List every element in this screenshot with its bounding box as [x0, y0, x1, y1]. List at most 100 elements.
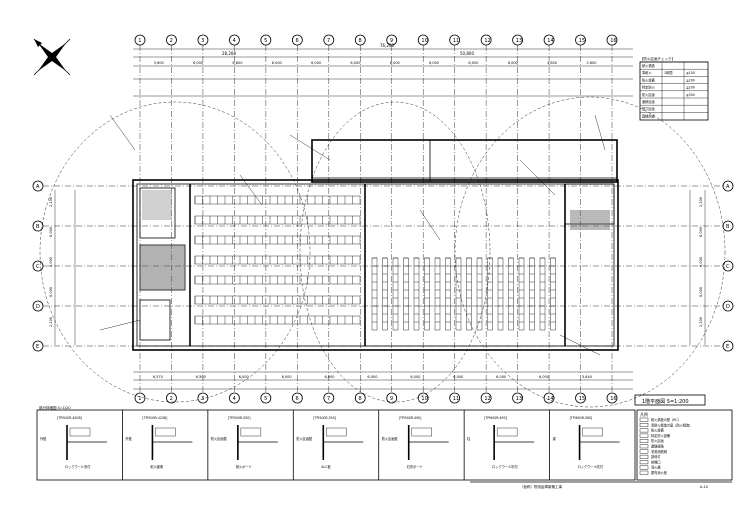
key-table-title: 【防火区画チェック】 — [640, 56, 675, 61]
dimension-text: 6,000 — [410, 375, 420, 379]
key-table-cell: 防火区画 — [642, 92, 655, 97]
legend-title: 凡例 — [640, 411, 648, 417]
key-table-cell: ≧300 — [686, 93, 695, 97]
dimension-text: 6,000 — [325, 375, 335, 379]
grid-bubble — [260, 392, 272, 404]
grid-label: D — [36, 304, 40, 310]
grid-label: C — [726, 264, 730, 270]
grid-bubble — [166, 392, 177, 404]
detail-code: [TPI500R-450B] — [57, 416, 82, 420]
grid-label: 8 — [358, 38, 361, 44]
dimension-text: 6,000 — [699, 287, 703, 297]
key-table-cell: 準耐火 — [642, 70, 652, 75]
legend-item: 特定防火設備 — [651, 433, 670, 438]
grid-bubble — [354, 392, 366, 404]
grid-label: 13 — [516, 396, 522, 402]
detail-code: [TPI500R-550] — [313, 416, 336, 420]
grid-label: 8 — [358, 396, 361, 402]
grid-label: E — [726, 344, 729, 350]
dimension-text: 3,600 — [154, 61, 164, 65]
grid-label: A — [36, 184, 40, 190]
grid-bubble — [197, 392, 209, 404]
legend-item: 避難経路 — [651, 444, 665, 449]
legend-item: 非常用照明 — [651, 449, 667, 454]
building-outline — [132, 139, 619, 351]
key-table-cell: 異種用途 — [642, 113, 656, 118]
scale-label: 1階平面図 S=1:200 — [634, 394, 706, 406]
legend-item: 誘導灯 — [651, 454, 661, 459]
dimension-text: 2,100 — [49, 197, 53, 207]
key-table-cell: ≧100 — [686, 71, 695, 75]
detail-left-label: 梁 — [553, 436, 557, 441]
detail-left-label: 防火区画壁 — [296, 436, 313, 441]
detail-right-label: 耐火被覆 — [150, 464, 164, 469]
grid-label: B — [726, 224, 730, 230]
grid-label: C — [36, 264, 40, 270]
grid-label: 4 — [233, 38, 236, 44]
detail-code: [TPI500R-550] — [228, 416, 251, 420]
detail-left-label: 柱 — [467, 436, 471, 441]
grid-label: 12 — [484, 396, 490, 402]
dimension-text: 4,800 — [547, 61, 557, 65]
dimension-text: 6,000 — [49, 257, 53, 267]
dimension-text: 2,100 — [699, 197, 703, 207]
grid-bubble — [134, 392, 146, 404]
detail-code: [TPI600R-580] — [570, 416, 593, 420]
dimension-text: 6,000 — [429, 61, 439, 65]
detail-left-label: 外壁 — [40, 436, 47, 441]
dimension-text: 6,000 — [49, 227, 53, 237]
detail-left-label: 防火区画壁 — [211, 436, 228, 441]
key-table-cell: 面積区画 — [642, 99, 655, 104]
dimension-text: 6,000 — [49, 287, 53, 297]
grid-bubble — [417, 392, 429, 404]
detail-code: [TPI500R-420B] — [142, 416, 167, 420]
grid-bubble — [449, 392, 461, 404]
dimension-text: 6,000 — [367, 375, 377, 379]
grid-bubble — [291, 392, 303, 404]
grid-label: 10 — [421, 396, 427, 402]
grid-label: 14 — [547, 396, 553, 402]
grid-bubble — [543, 392, 555, 404]
grid-bubble — [480, 392, 492, 404]
grid-bubble — [386, 392, 398, 404]
dimension-text: 6,000 — [508, 61, 518, 65]
scale-label-text: 1階平面図 S=1:200 — [642, 398, 689, 405]
grid-label: 14 — [547, 38, 553, 44]
grid-label: 7 — [327, 38, 330, 44]
legend-item: 耐火構造の壁（RC） — [651, 417, 681, 422]
dimension-text: 6,570 — [153, 375, 163, 379]
drawing-number: A-10 — [700, 485, 708, 489]
half-dimension-left: 28,200 — [222, 51, 236, 56]
dimension-text: 5,640 — [582, 375, 592, 379]
grid-label: 7 — [327, 396, 330, 402]
key-table-cell: 防火設備 — [642, 77, 655, 82]
legend-item: 防火設備 — [651, 428, 664, 433]
title-block: （仮称）物流倉庫新築工事 A-10 — [470, 481, 732, 489]
grid-label: 2 — [170, 396, 173, 402]
dimension-text: 6,000 — [453, 375, 463, 379]
grid-label: 2 — [170, 38, 173, 44]
grid-label: 5 — [264, 38, 267, 44]
key-table-cell: 竪穴区画 — [642, 106, 655, 111]
half-dimension-right: 50,800 — [460, 51, 474, 56]
legend-item: 準耐火構造の壁（防火構造） — [651, 422, 692, 427]
detail-section-title: 部分詳細図 S=1/20 — [39, 405, 71, 410]
project-name: （仮称）物流倉庫新築工事 — [520, 484, 562, 489]
key-table-cell: ≧200 — [686, 86, 695, 90]
detail-code: [TPI600R-490] — [484, 416, 507, 420]
detail-right-label: ロックウール吹付 — [65, 464, 91, 469]
annotation-leaders — [99, 114, 606, 356]
dimension-text: 6,000 — [282, 375, 292, 379]
dimension-text: 3,600 — [586, 61, 596, 65]
grid-label: 9 — [390, 38, 393, 44]
legend-item: 排煙口 — [651, 459, 661, 464]
dimension-text: 6,000 — [311, 61, 321, 65]
dimension-text: 6,800 — [232, 61, 242, 65]
